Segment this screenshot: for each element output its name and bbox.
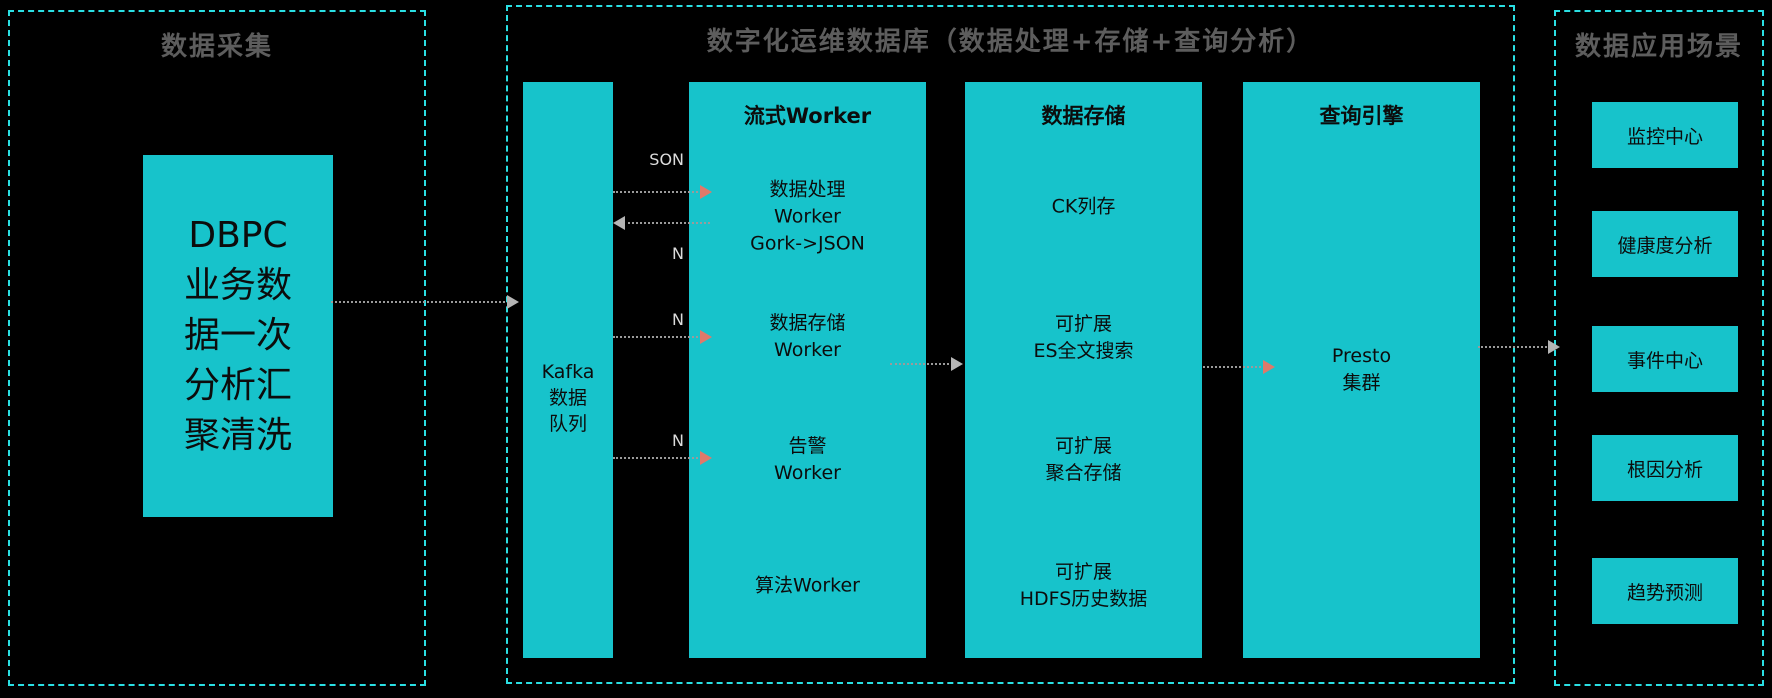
dbpc-line: DBPC xyxy=(188,215,288,256)
storage-item-line: 可扩展 xyxy=(1054,561,1112,583)
storage-item-es: 可扩展 ES全文搜索 xyxy=(965,311,1202,365)
worker-item-algorithm: 算法Worker xyxy=(689,573,926,600)
arrow-label-json-1: SON xyxy=(649,150,684,169)
panel-app-scenarios: 数据应用场景 监控中心 健康度分析 事件中心 根因分析 趋势预测 xyxy=(1554,10,1764,686)
dbpc-line: 据一次 xyxy=(183,315,292,356)
arrowhead-icon xyxy=(613,216,625,230)
app-label: 健康度分析 xyxy=(1617,234,1713,257)
arrow-label-json-2: N xyxy=(672,244,684,263)
arrowhead-icon xyxy=(1263,360,1275,374)
worker-item-line: 数据处理 xyxy=(769,178,846,201)
dbpc-line: 聚清洗 xyxy=(183,415,292,456)
app-event-center: 事件中心 xyxy=(1592,326,1738,392)
storage-column-title: 数据存储 xyxy=(1041,104,1126,128)
worker-item-storage: 数据存储 Worker xyxy=(689,310,926,364)
arrowhead-icon xyxy=(700,330,712,344)
storage-item-line: 可扩展 xyxy=(1054,435,1112,457)
panel-ops-database: 数字化运维数据库（数据处理+存储+查询分析） Kafka 数据 队列 流式Wor… xyxy=(506,5,1515,684)
storage-item-aggregate: 可扩展 聚合存储 xyxy=(965,433,1202,487)
app-label: 监控中心 xyxy=(1626,125,1703,148)
storage-item-line: 聚合存储 xyxy=(1045,462,1122,484)
worker-item-line: Worker xyxy=(774,462,841,484)
app-health-analysis: 健康度分析 xyxy=(1592,211,1738,277)
panel-title-data-collection: 数据采集 xyxy=(160,32,273,62)
app-label: 趋势预测 xyxy=(1626,581,1703,604)
data-storage-column: 数据存储 CK列存 可扩展 ES全文搜索 可扩展 聚合存储 可扩展 HDFS历史… xyxy=(965,82,1202,658)
storage-item-ck: CK列存 xyxy=(965,194,1202,221)
worker-item-line: 数据存储 xyxy=(769,312,846,334)
worker-item-process: 数据处理 Worker Gork->JSON xyxy=(689,177,926,258)
query-engine-column: 查询引擎 Presto 集群 xyxy=(1243,82,1480,658)
query-item-presto: Presto 集群 xyxy=(1243,343,1480,397)
panel-title-app-scenarios: 数据应用场景 xyxy=(1574,32,1743,62)
worker-item-line: Worker xyxy=(774,339,841,361)
query-column-title: 查询引擎 xyxy=(1319,104,1404,128)
kafka-line: Kafka xyxy=(541,361,595,383)
query-item-line: 集群 xyxy=(1342,372,1381,394)
dbpc-line: 分析汇 xyxy=(183,365,292,406)
streaming-worker-column: 流式Worker 数据处理 Worker Gork->JSON 数据存储 Wor… xyxy=(689,82,926,658)
kafka-queue-node: Kafka 数据 队列 xyxy=(523,82,613,658)
worker-item-line: Gork->JSON xyxy=(750,232,865,255)
storage-item-line: HDFS历史数据 xyxy=(1019,588,1148,610)
arrowhead-icon xyxy=(951,357,963,371)
worker-item-line: Worker xyxy=(774,205,841,228)
panel-title-ops-database: 数字化运维数据库（数据处理+存储+查询分析） xyxy=(706,27,1315,57)
worker-column-title: 流式Worker xyxy=(743,104,872,128)
app-trend-prediction: 趋势预测 xyxy=(1592,558,1738,624)
app-label: 事件中心 xyxy=(1626,349,1703,372)
worker-item-line: 算法Worker xyxy=(755,574,860,597)
kafka-line: 数据 xyxy=(548,387,587,409)
arrow-label-json-4: N xyxy=(672,431,684,450)
panel-data-collection: 数据采集 DBPC 业务数 据一次 分析汇 聚清洗 xyxy=(8,10,426,686)
worker-item-alert: 告警 Worker xyxy=(689,433,926,487)
dbpc-source-node: DBPC 业务数 据一次 分析汇 聚清洗 xyxy=(143,155,333,517)
storage-item-line: ES全文搜索 xyxy=(1033,340,1134,362)
dbpc-line: 业务数 xyxy=(183,265,292,306)
kafka-line: 队列 xyxy=(548,413,587,435)
app-monitoring-center: 监控中心 xyxy=(1592,102,1738,168)
arrowhead-icon xyxy=(700,185,712,199)
storage-item-hdfs: 可扩展 HDFS历史数据 xyxy=(965,559,1202,613)
query-item-line: Presto xyxy=(1331,345,1392,367)
arrowhead-icon xyxy=(1548,340,1560,354)
arrowhead-icon xyxy=(507,295,519,309)
app-root-cause-analysis: 根因分析 xyxy=(1592,435,1738,501)
storage-item-line: CK列存 xyxy=(1051,195,1116,218)
app-label: 根因分析 xyxy=(1626,458,1703,481)
arrow-label-json-3: N xyxy=(672,310,684,329)
arrowhead-icon xyxy=(700,451,712,465)
worker-item-line: 告警 xyxy=(788,435,827,457)
storage-item-line: 可扩展 xyxy=(1054,313,1112,335)
